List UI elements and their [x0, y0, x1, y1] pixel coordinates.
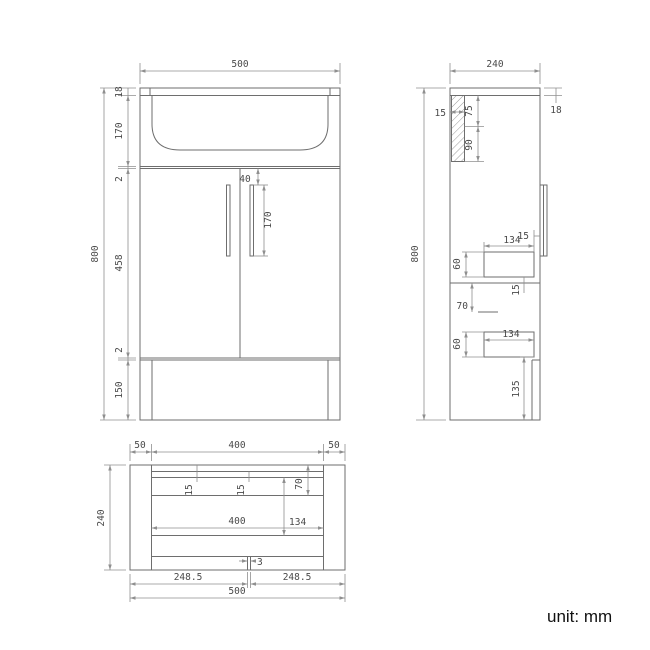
dim-front-total-width: 500: [231, 59, 248, 70]
plan-view: 50 400 50 240 15 15 70 400 134 3 248.5 2…: [96, 440, 346, 602]
plan-view-dimensions: 50 400 50 240 15 15 70 400 134 3 248.5 2…: [96, 440, 346, 602]
dim-side-total-height: 800: [410, 245, 421, 262]
dim-front-handle-length: 170: [263, 211, 274, 228]
dim-front-basin-height: 170: [114, 122, 125, 139]
unit-label: unit: mm: [547, 607, 612, 626]
dim-plan-cabinet-width: 400: [228, 440, 245, 451]
basin-profile: [151, 95, 329, 151]
dim-plan-front-offset: 70: [294, 478, 305, 490]
dim-front-gap-bottom: 2: [114, 347, 125, 353]
lower-rail-section: [483, 331, 535, 358]
dim-plan-overhang-left: 50: [134, 440, 146, 451]
dim-plan-door-width-right: 248.5: [283, 572, 312, 583]
dim-side-basin-depth-b: 90: [464, 139, 475, 151]
side-view-geometry: [449, 87, 548, 421]
dim-plan-overhang-right: 50: [328, 440, 340, 451]
dim-plan-total-width: 500: [228, 586, 245, 597]
dim-plan-total-depth: 240: [96, 509, 107, 526]
front-view-dimensions: 500 800 18 170 2 458 2 150 40 170: [90, 59, 341, 421]
dim-side-back-inset: 15: [435, 108, 446, 119]
plan-view-geometry: [129, 464, 346, 571]
dim-plan-door-width-left: 248.5: [174, 572, 203, 583]
dim-plan-door-gap: 3: [257, 557, 263, 568]
right-door-handle: [249, 184, 254, 257]
dim-side-lower-rail-offset: 70: [457, 301, 469, 312]
upper-rail-section: [483, 251, 535, 278]
dim-side-rail-front-gap: 15: [518, 231, 529, 242]
dim-plan-inner-depth: 134: [289, 517, 306, 528]
dim-side-upper-rail-length: 134: [503, 235, 520, 246]
back-panel-section: [451, 95, 465, 162]
dim-front-total-height: 800: [90, 245, 101, 262]
dim-plan-panel-inset-b: 15: [236, 484, 247, 495]
side-view: 240 800 18 15 75 90 134 15 60 15 70 134 …: [410, 59, 562, 421]
dim-plan-inner-width: 400: [228, 516, 245, 527]
dim-side-basin-depth-a: 75: [464, 105, 475, 116]
dim-side-total-depth: 240: [486, 59, 503, 70]
plan-worktop-outline: [129, 464, 346, 571]
front-view: 500 800 18 170 2 458 2 150 40 170: [90, 59, 341, 421]
dim-side-worktop-thickness: 18: [550, 105, 562, 116]
dim-front-handle-offset: 40: [239, 174, 251, 185]
dim-side-bottom-clearance: 135: [511, 380, 522, 397]
front-cabinet-outline: [139, 87, 341, 421]
dim-front-door-height: 458: [114, 254, 125, 271]
dim-plan-panel-inset-a: 15: [184, 484, 195, 495]
dim-side-lower-rail-height: 60: [452, 338, 463, 350]
left-door-handle: [226, 184, 231, 257]
dim-side-lower-rail-length: 134: [502, 329, 519, 340]
dim-front-worktop-thickness: 18: [114, 86, 125, 98]
dim-front-plinth-height: 150: [114, 381, 125, 398]
dim-side-upper-rail-height: 60: [452, 258, 463, 270]
dim-side-upper-rail-gap: 15: [511, 284, 522, 295]
dim-front-gap-top: 2: [114, 176, 125, 182]
front-view-geometry: [139, 87, 341, 421]
side-view-dimensions: 240 800 18 15 75 90 134 15 60 15 70 134 …: [410, 59, 562, 421]
